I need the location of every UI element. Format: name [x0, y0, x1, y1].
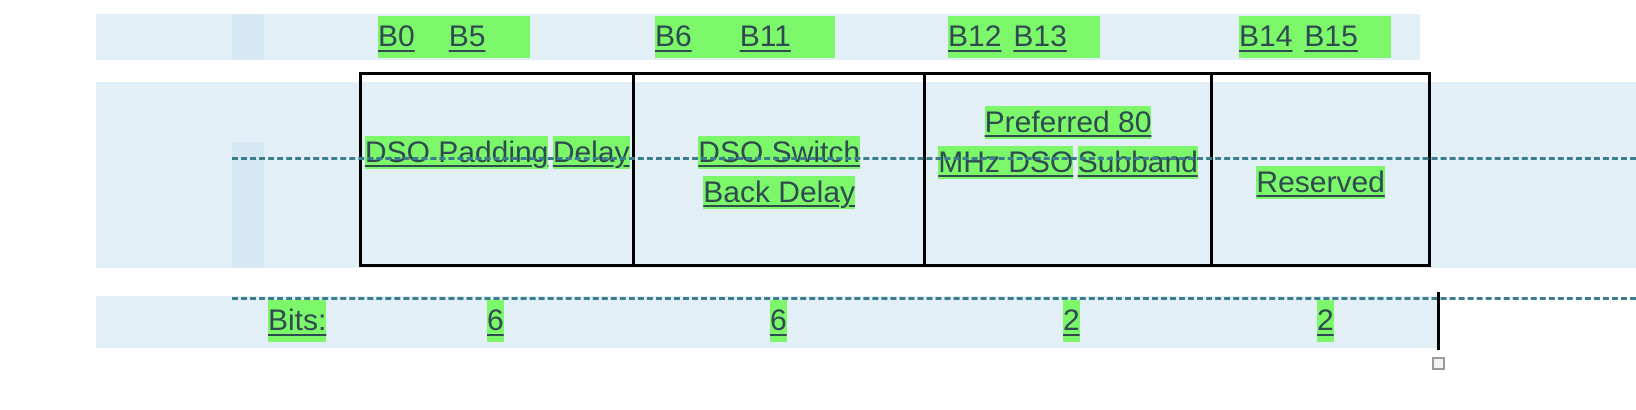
bit-label-end-3: B15 [1304, 20, 1358, 53]
selection-strip-lower [232, 142, 264, 268]
bit-label-group-1[interactable]: B6 B11 [655, 16, 835, 58]
table-cell-dso-padding-delay[interactable]: DSO Padding Delay [362, 75, 636, 264]
table-resize-handle[interactable] [1432, 357, 1445, 370]
selection-strip-upper [232, 14, 264, 60]
table-cell-preferred-80mhz-dso-subband[interactable]: Preferred 80 MHz DSO Subband [926, 75, 1214, 264]
field-2-line-1: MHz DSO [938, 146, 1074, 179]
cell-line: Reserved [1256, 163, 1385, 203]
bits-row: Bits: 6 6 2 2 [0, 300, 1636, 348]
bit-label-group-0[interactable]: B0 B5 [378, 16, 530, 58]
table-cell-reserved[interactable]: Reserved [1213, 75, 1428, 264]
field-1-line-1: Back Delay [703, 176, 856, 209]
field-1-line-0: DSO Switch [698, 136, 861, 169]
field-0-line-0: DSO Padding [364, 136, 549, 169]
field-0-line-1: Delay [552, 136, 630, 169]
field-2-line-0: Preferred 80 [984, 106, 1152, 139]
bit-label-start-3: B14 [1239, 20, 1293, 53]
cell-line: Back Delay [703, 173, 856, 213]
bit-field-table[interactable]: DSO Padding Delay DSO Switch Back Delay … [359, 72, 1431, 267]
bits-label[interactable]: Bits: [268, 300, 327, 342]
bit-label-start-1: B6 [655, 20, 692, 53]
cell-line: Preferred 80 [984, 103, 1152, 143]
cell-line: Delay [552, 133, 630, 173]
bits-value-3[interactable]: 2 [1317, 300, 1334, 342]
bit-label-start-2: B12 [948, 20, 1002, 53]
guide-line-bits-row [232, 297, 1636, 300]
field-3-line-0: Reserved [1256, 166, 1385, 199]
bit-label-end-2: B13 [1013, 20, 1067, 53]
bit-label-row: B0 B5 B6 B11 B12 B13 B14 B15 [0, 16, 1636, 64]
bit-label-end-1: B11 [739, 20, 791, 53]
bits-value-1[interactable]: 6 [770, 300, 787, 342]
text-cursor [1437, 292, 1440, 350]
bit-label-start-0: B0 [378, 20, 415, 53]
bits-value-2[interactable]: 2 [1063, 300, 1080, 342]
bit-label-group-2[interactable]: B12 B13 [948, 16, 1100, 58]
guide-line-table-midline [232, 157, 1636, 160]
field-2-line-2: Subband [1077, 146, 1198, 179]
bit-label-group-3[interactable]: B14 B15 [1239, 16, 1391, 58]
cell-line: DSO Switch [698, 133, 861, 173]
bit-label-end-0: B5 [448, 20, 486, 53]
cell-line: DSO Padding [364, 133, 549, 173]
table-cell-dso-switch-back-delay[interactable]: DSO Switch Back Delay [635, 75, 926, 264]
cell-line: MHz DSO [938, 143, 1074, 183]
cell-line: Subband [1077, 143, 1198, 183]
bits-value-0[interactable]: 6 [487, 300, 504, 342]
